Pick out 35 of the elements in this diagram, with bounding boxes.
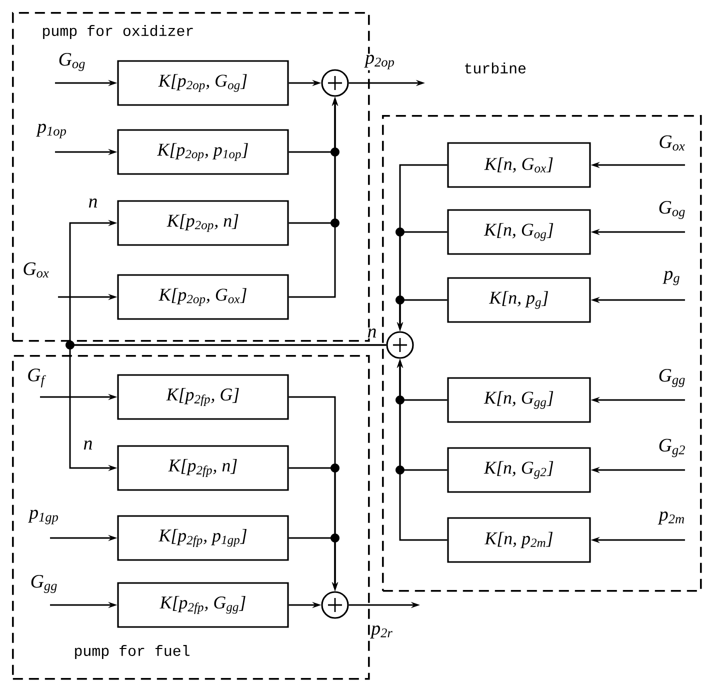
transfer-block: K[n, G$_{ox}$] <box>447 142 591 188</box>
transfer-block: K[p$_{2fp}$, G$_{gg}$] <box>117 582 289 628</box>
transfer-block: K[p$_{2fp}$, n] <box>117 445 289 491</box>
signal-label: p$_{2т}$ <box>658 512 684 524</box>
summing-junction <box>321 69 349 97</box>
signal-label: p$_{1gp}$ <box>28 510 58 524</box>
signal-label: G$_{f}$ <box>28 368 46 388</box>
signal-label: G$_{ox}$ <box>24 262 49 278</box>
signal-label: G$_{ox}$ <box>660 135 685 151</box>
signal-label: p$_{2r}$ <box>370 626 392 638</box>
signal-label: G$_{g2}$ <box>659 438 685 458</box>
summing-junction <box>386 331 414 359</box>
summing-junction <box>321 591 349 619</box>
signal-label: p$_{2op}$ <box>364 54 394 70</box>
transfer-block: K[n, G$_{g2}$] <box>447 447 591 493</box>
signal-label: n <box>368 328 376 338</box>
transfer-block: K[p$_{2op}$, p$_{1op}$] <box>117 129 289 175</box>
transfer-block: K[n, G$_{og}$] <box>447 209 591 255</box>
node-label: turbine <box>465 62 526 74</box>
transfer-block: K[n, p$_{g}$] <box>447 277 591 323</box>
signal-label: p$_{g}$ <box>662 270 680 286</box>
transfer-block: K[n, p$_{2т}$] <box>447 517 591 563</box>
transfer-block: K[p$_{2op}$, n] <box>117 200 289 246</box>
signal-label: G$_{gg}$ <box>31 575 57 593</box>
signal-label: n <box>88 198 97 208</box>
signal-label: p$_{1op}$ <box>36 124 66 138</box>
transfer-block: K[p$_{2fp}$, G] <box>117 374 289 420</box>
signal-label: G$_{gg}$ <box>659 369 685 387</box>
transfer-block: K[p$_{2op}$, G$_{ox}$] <box>117 274 289 320</box>
transfer-block: K[p$_{2op}$, G$_{og}$] <box>117 60 289 106</box>
signal-label: G$_{og}$ <box>659 201 685 219</box>
signal-label: G$_{og}$ <box>59 53 85 71</box>
transfer-block: K[n, G$_{gg}$] <box>447 377 591 423</box>
signal-label: n <box>84 440 92 450</box>
transfer-block: K[p$_{2fp}$, p$_{1gp}$] <box>117 515 289 561</box>
